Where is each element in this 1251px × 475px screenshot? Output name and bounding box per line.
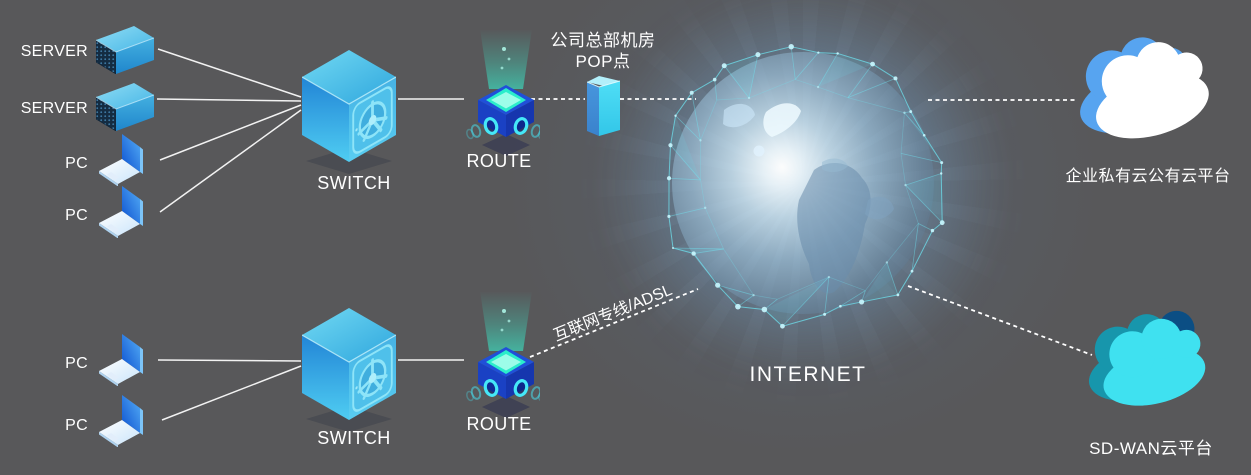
- sdwan-cloud-label: SD-WAN云平台: [1089, 439, 1213, 458]
- internet-globe-icon: [672, 52, 934, 314]
- link-pc3-switch2: [157, 359, 302, 362]
- link-internet-sdwan-cloud: [907, 285, 1093, 356]
- switch-label: SWITCH: [317, 428, 391, 448]
- enterprise-cloud-label: 企业私有云公有云平台: [1065, 168, 1231, 185]
- link-server2-switch1: [156, 98, 302, 102]
- pop-label-line2: POP点: [575, 52, 631, 71]
- device-label-pc: PC: [65, 417, 88, 434]
- link-pc2-switch1: [159, 109, 302, 213]
- switch-label: SWITCH: [317, 173, 391, 193]
- pop-label-line1: 公司总部机房: [550, 31, 656, 50]
- laptop-icon: [99, 134, 143, 186]
- lan-links: [156, 48, 464, 421]
- link-pc4-switch2: [161, 365, 302, 421]
- link-pc1-switch1: [159, 104, 302, 161]
- pop-label: 公司总部机房 POP点: [523, 30, 683, 72]
- device-label-pc: PC: [65, 207, 88, 224]
- laptop-icon: [99, 186, 143, 238]
- link-route2-internet-adsl: [529, 288, 699, 358]
- wan-links: [529, 98, 1093, 358]
- globe-continents: [723, 103, 894, 294]
- laptop-icon: [99, 334, 143, 386]
- router-label: ROUTE: [466, 414, 532, 434]
- internet-label: INTERNET: [749, 363, 867, 386]
- device-label-server: SERVER: [20, 43, 88, 60]
- device-label-server: SERVER: [20, 100, 88, 117]
- enterprise-cloud-icon: [1073, 28, 1218, 153]
- laptop-icon: [99, 395, 143, 447]
- router-label: ROUTE: [466, 151, 532, 171]
- sdwan-cloud-icon: [1083, 305, 1213, 419]
- server-icon: [96, 26, 154, 74]
- globe-network-mesh: [666, 43, 945, 329]
- device-label-pc: PC: [65, 155, 88, 172]
- server-icon: [96, 83, 154, 131]
- switch-icon: [302, 308, 396, 434]
- pop-pillar-icon: [587, 76, 620, 136]
- device-label-pc: PC: [65, 355, 88, 372]
- switch-icon: [302, 50, 396, 176]
- link-server1-switch1: [157, 48, 302, 98]
